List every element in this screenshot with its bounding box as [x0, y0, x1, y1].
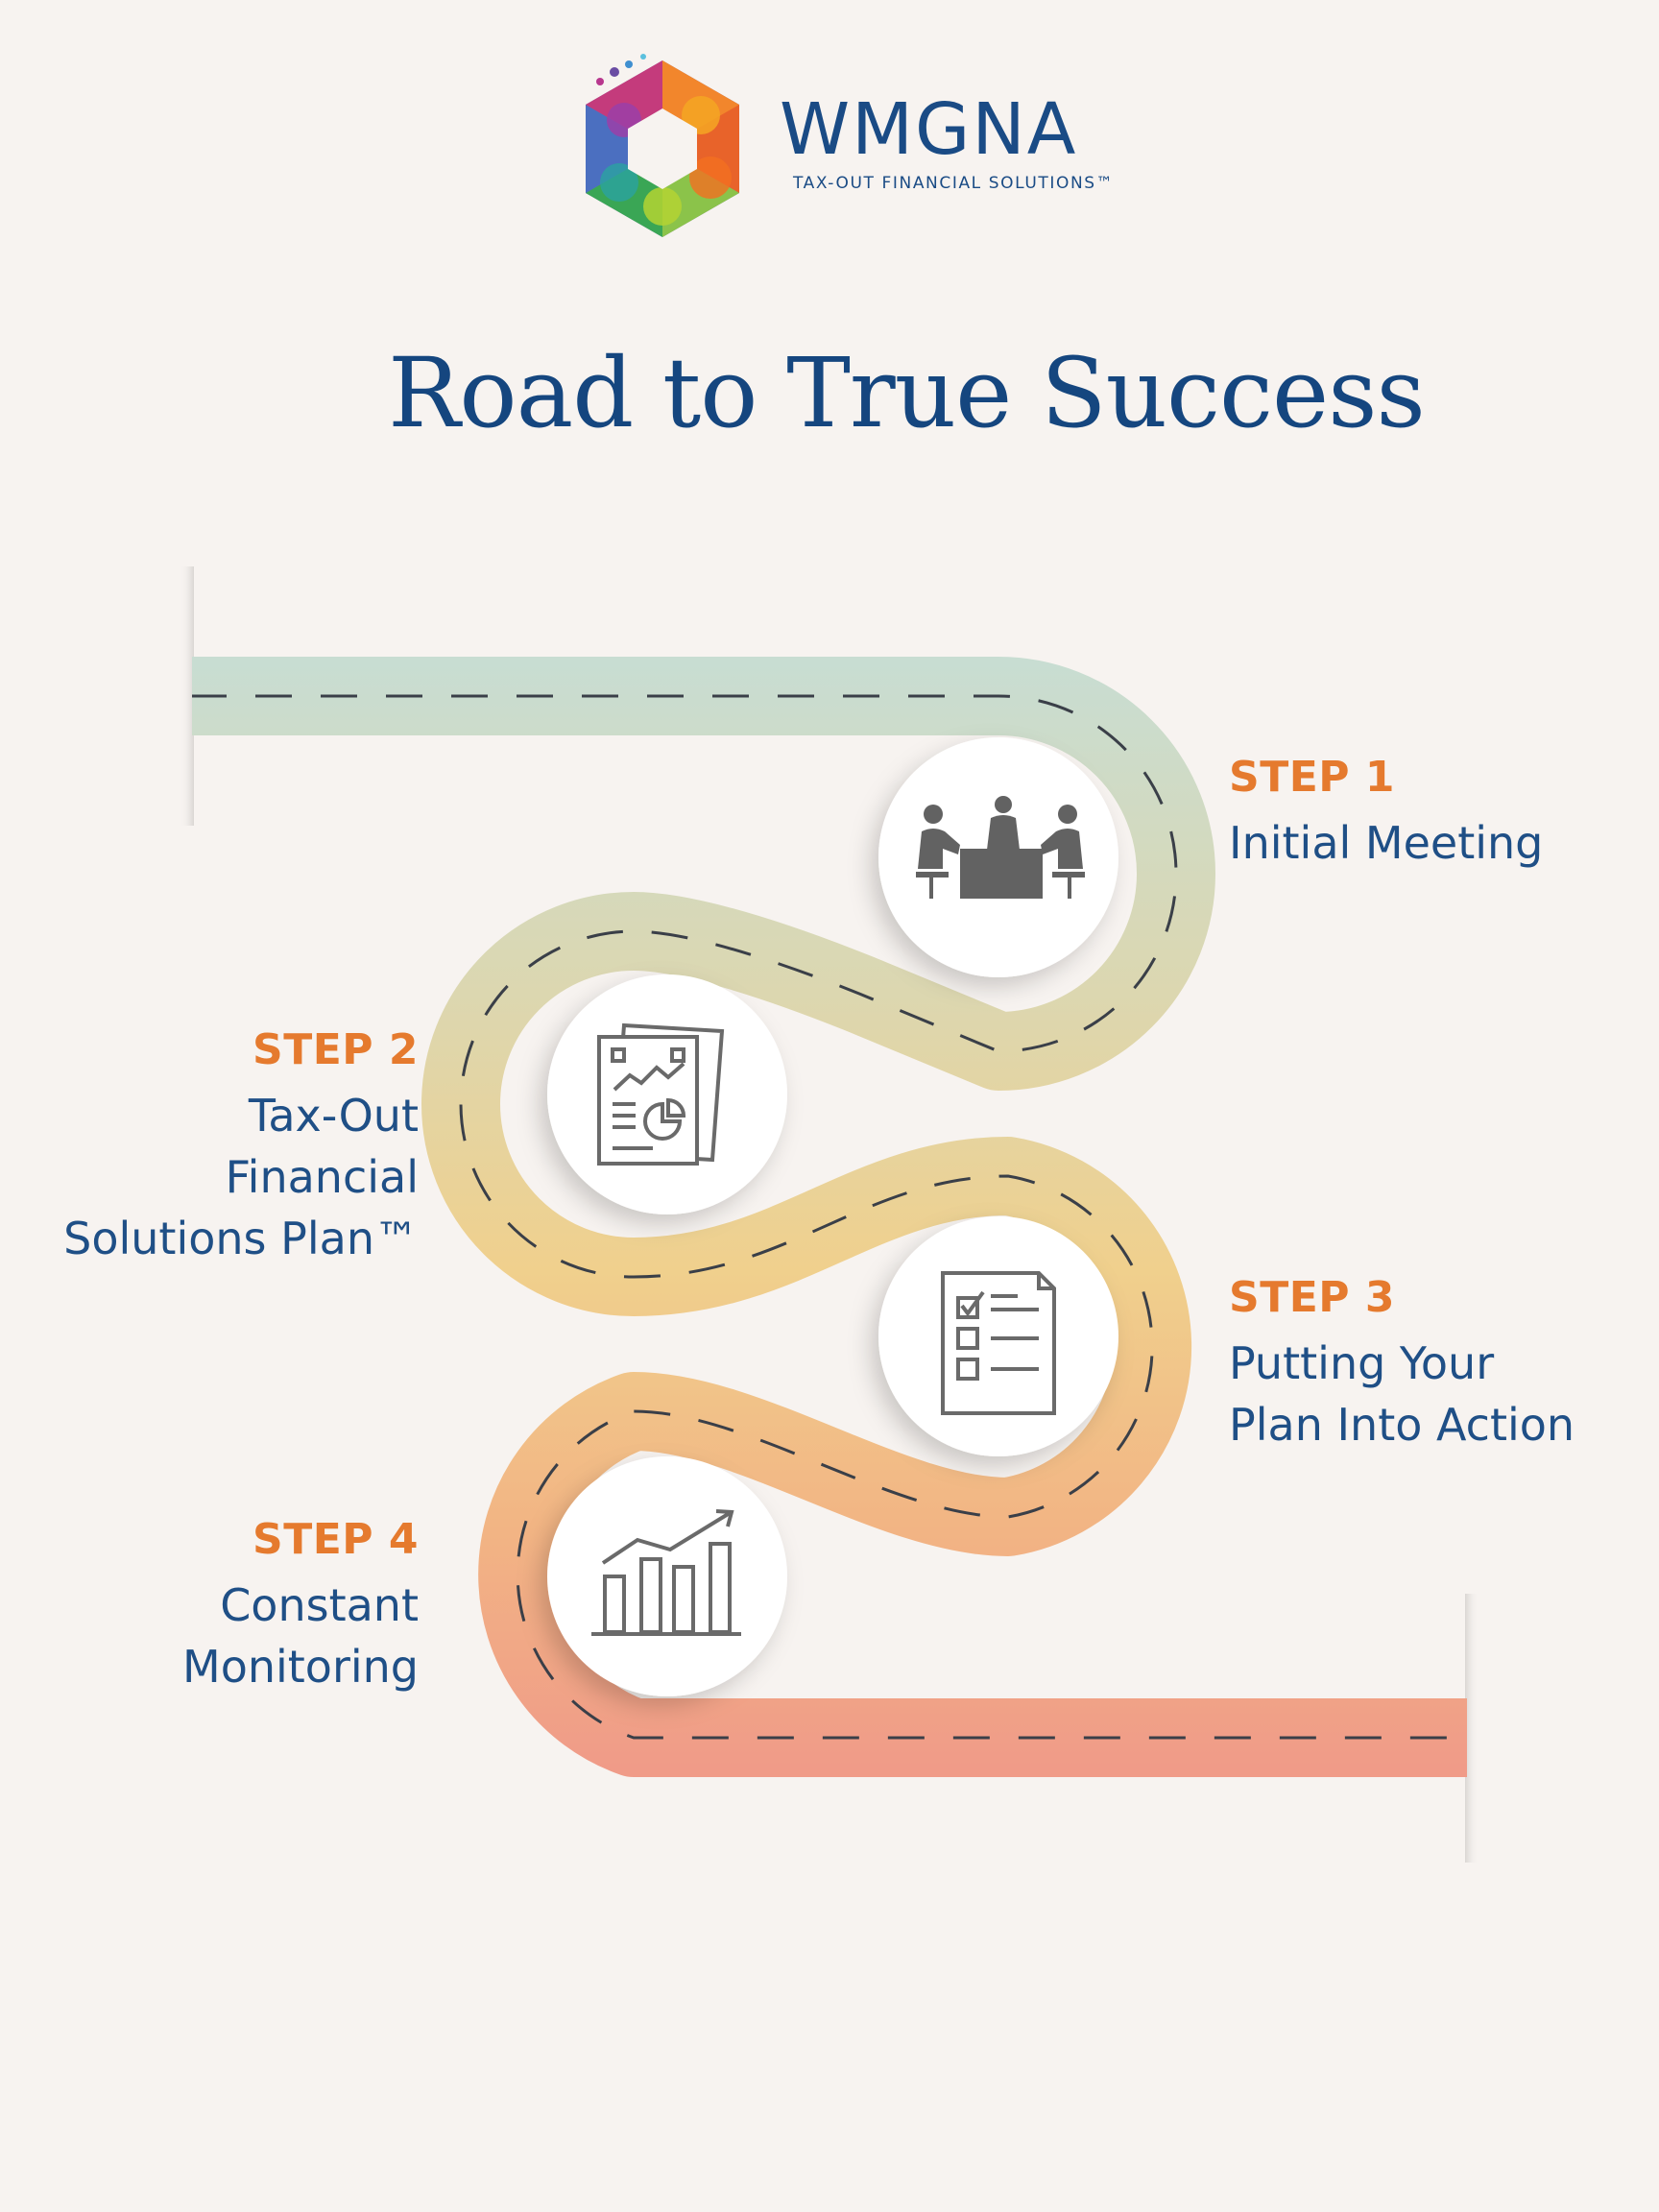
wmgna-logo-icon	[586, 54, 739, 237]
step-2-marker	[547, 974, 787, 1214]
step-3-label: STEP 3	[1229, 1273, 1395, 1322]
meeting-icon	[916, 796, 1085, 899]
page-title: Road to True Success	[0, 346, 1659, 442]
step-2-label: STEP 2	[252, 1025, 419, 1074]
page-title-text: Road to True Success	[388, 337, 1426, 449]
step-1: STEP 1 Initial Meeting	[1229, 757, 1543, 874]
step-4: STEP 4 Constant Monitoring	[0, 1519, 419, 1697]
step-4-desc-line-2: Monitoring	[182, 1641, 419, 1693]
step-3-marker	[878, 1216, 1118, 1456]
growth-chart-icon	[591, 1509, 741, 1636]
step-4-label: STEP 4	[252, 1515, 419, 1564]
step-1-desc-line-1: Initial Meeting	[1229, 817, 1544, 869]
step-4-marker	[547, 1456, 787, 1696]
road-exit-shadow	[1465, 1594, 1479, 1863]
brand-name: WMGNA	[780, 88, 1078, 171]
brand-tagline: TAX-OUT FINANCIAL SOLUTIONS™	[793, 174, 1115, 193]
road-center-dashes	[192, 694, 1467, 1740]
step-1-marker	[878, 737, 1118, 977]
step-2: STEP 2 Tax-Out Financial Solutions Plan™	[0, 1029, 419, 1269]
step-3-desc-line-1: Putting Your	[1229, 1337, 1495, 1389]
step-1-label: STEP 1	[1229, 753, 1395, 802]
step-3-desc-line-2: Plan Into Action	[1229, 1399, 1575, 1451]
step-2-desc-line-1: Tax-Out	[248, 1090, 419, 1142]
report-icon	[597, 1022, 725, 1166]
step-4-desc-line-1: Constant	[220, 1579, 419, 1631]
road-entry-shadow	[180, 566, 194, 826]
step-2-desc-line-2: Financial	[225, 1151, 419, 1203]
step-3: STEP 3 Putting Your Plan Into Action	[1229, 1277, 1575, 1455]
step-2-desc-line-3: Solutions Plan™	[63, 1213, 419, 1264]
checklist-icon	[941, 1271, 1056, 1415]
